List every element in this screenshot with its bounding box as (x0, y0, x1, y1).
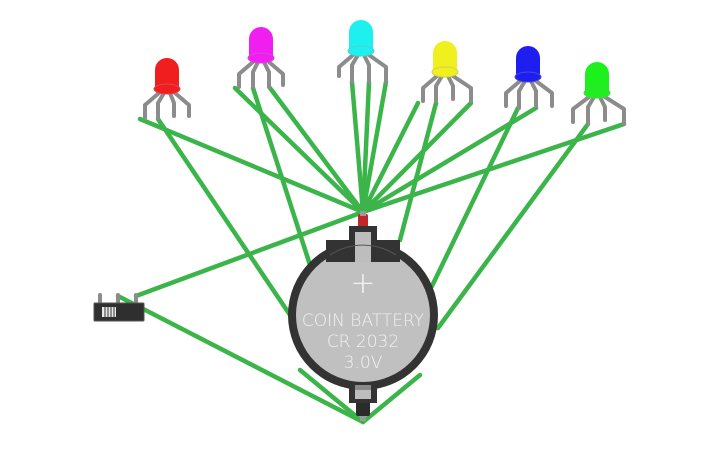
wire-green-leg2[interactable] (435, 121, 591, 331)
led-rim (247, 52, 275, 64)
led-body (249, 27, 273, 57)
wire-battery-left-to-negative[interactable] (297, 367, 366, 425)
led-leg-4 (367, 53, 388, 84)
wire-blue-leg2[interactable] (429, 105, 521, 289)
led-body (585, 62, 609, 92)
led-leg-2 (156, 91, 166, 120)
wire-magenta-leg3[interactable] (267, 85, 366, 215)
led-leg-3 (529, 79, 538, 108)
wires (115, 79, 627, 425)
led-leg-2 (517, 79, 527, 110)
positive-terminal-tip (360, 211, 366, 216)
battery-label-line3: 3.0V (344, 353, 383, 373)
coin-battery[interactable]: + COIN BATTERY CR 2032 3.0V (288, 211, 438, 421)
led-leg-2 (350, 53, 360, 84)
led-red[interactable] (143, 58, 191, 120)
switch-slider[interactable] (102, 307, 116, 317)
holder-top-arc (329, 244, 397, 256)
wire-battery-right-to-negative[interactable] (360, 372, 423, 425)
switch-body (93, 302, 145, 322)
slide-switch[interactable] (93, 293, 145, 322)
led-leg-1 (504, 79, 522, 108)
led-leg-3 (446, 74, 455, 101)
wire-cyan-leg1[interactable] (349, 79, 366, 215)
wire-magenta-leg1[interactable] (232, 85, 366, 215)
led-leg-3 (262, 60, 271, 89)
battery-face (296, 248, 430, 382)
led-leg-2 (586, 95, 596, 126)
led-blue[interactable] (504, 46, 554, 110)
positive-terminal[interactable] (358, 214, 368, 228)
led-leg-1 (421, 74, 439, 103)
led-magenta[interactable] (237, 27, 285, 89)
led-rim (153, 83, 181, 95)
led-body (349, 20, 373, 50)
led-leg-4 (451, 74, 473, 103)
led-leg-1 (571, 95, 591, 124)
led-body (516, 46, 540, 76)
led-leg-2 (251, 60, 260, 89)
switch-slider-ridges (104, 307, 115, 317)
led-leg-3 (362, 53, 371, 84)
wire-yellow-leg1[interactable] (360, 100, 421, 215)
wire-yellow-leg2[interactable] (397, 100, 439, 243)
led-body (433, 41, 457, 71)
led-leg-3 (598, 95, 607, 122)
led-rim (583, 87, 611, 99)
led-rim (514, 71, 542, 83)
negative-terminal-tip (360, 416, 366, 421)
wire-red-leg1-to-switch[interactable] (137, 116, 366, 215)
led-leg-4 (534, 79, 554, 108)
battery-label-line1: COIN BATTERY (302, 311, 424, 331)
wire-cyan-leg3[interactable] (360, 79, 389, 215)
led-leg-1 (237, 60, 255, 89)
wire-switch-to-negative[interactable] (115, 293, 366, 425)
led-green[interactable] (571, 62, 626, 126)
wire-yellow-leg3[interactable] (360, 100, 474, 215)
battery-plus-symbol: + (350, 266, 375, 301)
led-leg-1 (337, 53, 355, 78)
led-yellow[interactable] (421, 41, 473, 103)
led-leg-4 (267, 60, 285, 87)
led-leg-4 (603, 95, 626, 126)
holder-top-slot (355, 232, 371, 262)
led-rim (431, 66, 459, 78)
led-leg-3 (168, 91, 176, 118)
wire-cyan-leg2[interactable] (360, 79, 372, 215)
led-leg-4 (173, 91, 191, 118)
led-cyan[interactable] (337, 20, 388, 84)
wire-magenta-leg2[interactable] (250, 85, 313, 268)
led-leg-2 (434, 74, 444, 103)
battery-label-line2: CR 2032 (327, 332, 399, 352)
led-rim (347, 45, 375, 57)
wire-green-leg4[interactable] (360, 121, 627, 215)
holder-bottom-slot-shade (355, 385, 371, 390)
led-body (155, 58, 179, 88)
wire-red-leg2[interactable] (155, 116, 293, 318)
led-leg-1 (143, 91, 161, 120)
